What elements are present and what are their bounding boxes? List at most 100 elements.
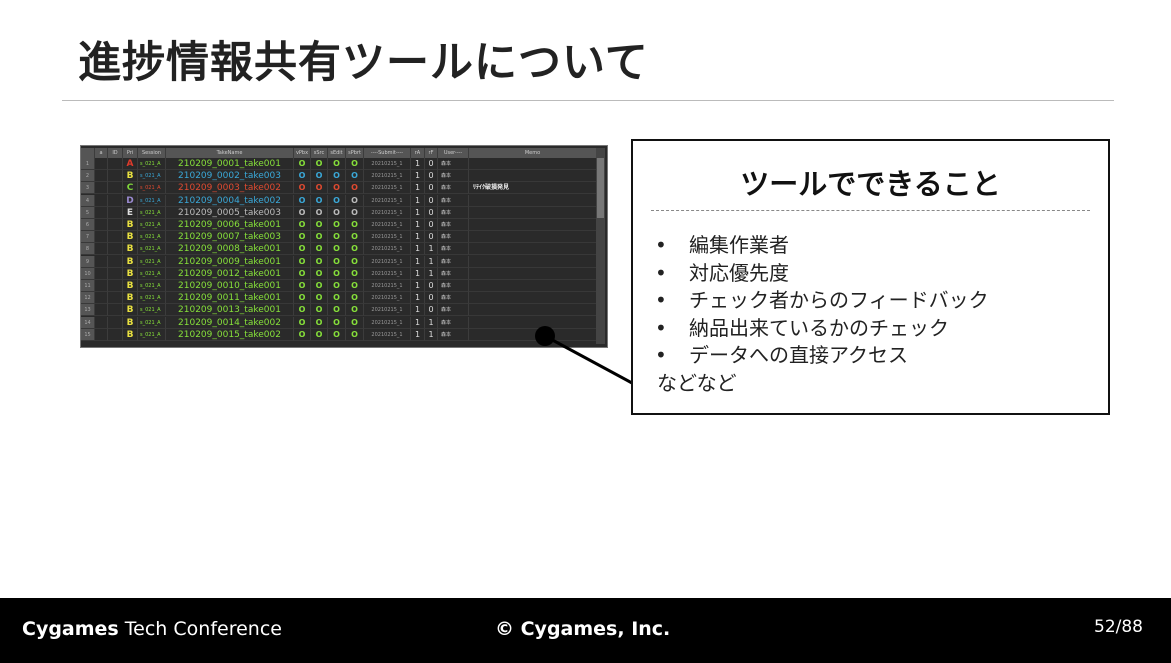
feature-list-item: •データへの直接アクセス [655,339,908,368]
cell-rF: 0 [425,206,438,219]
cell-user: 森本 [438,280,469,292]
features-callout: ツールでできること •編集作業者•対応優先度•チェック者からのフィードバック•納… [631,139,1110,415]
status-circle-icon: O [328,170,346,183]
cell-rA: 1 [411,158,425,170]
cell-user: 森本 [438,292,469,305]
cell-empty [108,170,123,183]
cell-sub: 20210215_1 [364,206,411,219]
status-circle-icon: O [311,231,328,244]
cell-empty [95,255,108,268]
feature-text: 対応優先度 [689,260,789,285]
column-header[interactable]: rA [411,148,425,158]
status-circle-icon: O [328,158,346,170]
status-circle-icon: O [311,158,328,170]
cell-rF: 1 [425,328,438,341]
feature-list-item: •編集作業者 [655,229,789,258]
column-header[interactable]: vPbx [294,148,311,158]
cell-sub: 20210215_1 [364,158,411,170]
column-header[interactable]: rF [425,148,438,158]
status-circle-icon: O [346,280,364,292]
cell-user: 森本 [438,328,469,341]
cell-rA: 1 [411,316,425,329]
cell-sub: 20210215_1 [364,170,411,183]
cell-pri: B [123,255,138,268]
cell-rF: 0 [425,170,438,183]
cell-pri: D [123,194,138,207]
scrollbar-thumb[interactable] [597,158,604,218]
column-header[interactable]: sSrc [311,148,328,158]
status-circle-icon: O [311,280,328,292]
status-circle-icon: O [294,316,311,329]
status-circle-icon: O [294,304,311,317]
column-header[interactable]: User---- [438,148,469,158]
column-header[interactable]: ID [108,148,123,158]
column-header[interactable]: TakeName [166,148,294,158]
status-circle-icon: O [328,255,346,268]
status-circle-icon: O [311,194,328,207]
column-header[interactable]: sPbrt [346,148,364,158]
cell-n: 14 [81,316,95,329]
status-circle-icon: O [294,255,311,268]
cell-ses: s_021_A [138,170,166,183]
column-header[interactable]: Session [138,148,166,158]
status-circle-icon: O [328,328,346,341]
cell-ses: s_021_A [138,280,166,292]
cell-rA: 1 [411,182,425,195]
cell-sub: 20210215_1 [364,280,411,292]
cell-rF: 0 [425,231,438,244]
status-circle-icon: O [346,255,364,268]
status-circle-icon: O [328,182,346,195]
cell-n: 2 [81,170,95,183]
column-header[interactable] [81,148,95,158]
cell-rF: 0 [425,280,438,292]
column-header[interactable]: sEdit [328,148,346,158]
cell-take: 210209_0008_take001 [166,243,294,256]
cell-ses: s_021_A [138,316,166,329]
column-header[interactable]: a [95,148,108,158]
footer-event-name: Tech Conference [124,618,282,640]
scrollbar[interactable] [596,148,605,344]
status-circle-icon: O [328,243,346,256]
feature-text: データへの直接アクセス [689,343,908,367]
status-circle-icon: O [294,243,311,256]
cell-take: 210209_0007_take003 [166,231,294,244]
cell-pri: B [123,170,138,183]
status-circle-icon: O [294,231,311,244]
cell-ses: s_021_A [138,194,166,207]
cell-pri: B [123,231,138,244]
cell-rA: 1 [411,304,425,317]
status-circle-icon: O [311,292,328,305]
cell-ses: s_021_A [138,219,166,231]
status-circle-icon: O [311,304,328,317]
cell-take: 210209_0010_take001 [166,280,294,292]
column-header[interactable]: ----Submit---- [364,148,411,158]
status-circle-icon: O [346,231,364,244]
cell-n: 5 [81,206,95,219]
column-header[interactable]: Pri [123,148,138,158]
status-circle-icon: O [311,170,328,183]
callout-title: ツールでできること [740,167,1001,201]
cell-ses: s_021_A [138,292,166,305]
cell-rF: 1 [425,316,438,329]
cell-take: 210209_0012_take001 [166,267,294,280]
cell-n: 11 [81,280,95,292]
cell-ses: s_021_A [138,243,166,256]
cell-empty [108,316,123,329]
cell-ses: s_021_A [138,267,166,280]
